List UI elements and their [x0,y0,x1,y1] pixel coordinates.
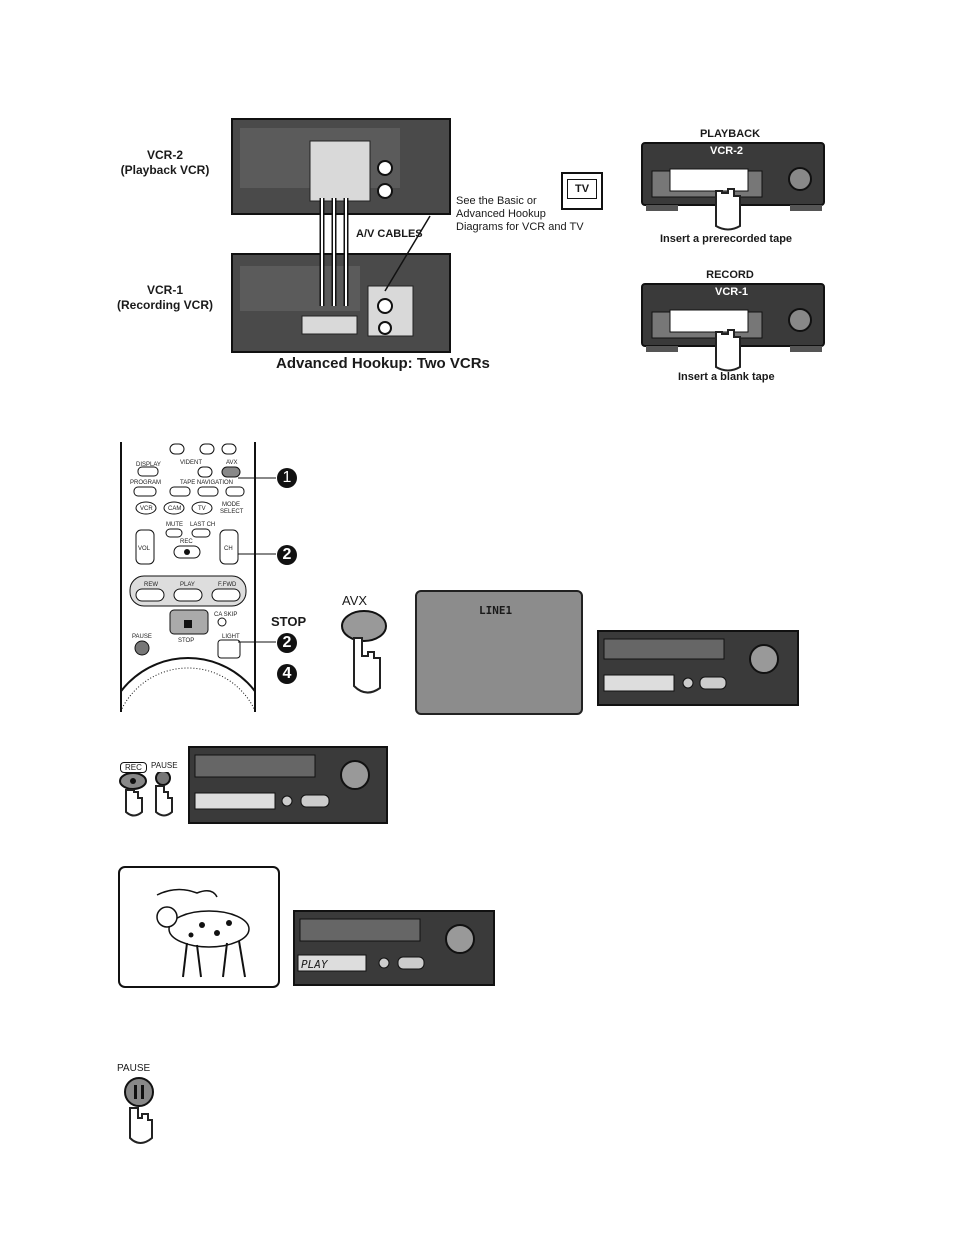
vol-rocker[interactable] [135,529,155,565]
caskip-label: CA SKIP [214,612,237,618]
mute-label: MUTE [166,522,183,528]
tv-icon: TV [561,172,603,210]
vcr-front-panel-avx [597,630,799,706]
rec-remote-label: REC [180,539,193,545]
hookup-caption: Advanced Hookup: Two VCRs [276,355,490,372]
ffwd-button[interactable] [211,588,241,602]
tv-mode-label: TV [198,506,206,512]
playback-caption: Insert a prerecorded tape [660,233,793,245]
ch-label: CH [224,546,233,552]
lastch-label: LAST CH [190,522,215,528]
play-label: PLAY [180,582,195,588]
ch-rocker[interactable] [219,529,239,565]
pause-button[interactable] [155,772,171,786]
vcr-front-panel-rec [188,746,388,824]
vol-label: VOL [138,546,151,552]
dalmatian-tv-picture [118,866,280,988]
stop-remote-label: STOP [178,638,194,644]
vident-label: VIDENT [180,460,202,466]
rew-button[interactable] [135,588,165,602]
record-caption: Insert a blank tape [678,371,775,383]
playback-deck-label: VCR-2 [710,145,744,157]
tv-screen: LINE1 [415,590,583,715]
avx-button[interactable] [341,610,387,642]
display-button[interactable] [137,466,159,477]
vcr-display-play: PLAY [301,958,328,971]
playback-vcr-illustration [641,142,825,231]
record-deck-label: VCR-1 [715,286,749,298]
see-note: See the Basic or Advanced Hookup Diagram… [456,195,584,233]
vcr-mode-label: VCR [140,506,153,512]
vcr-front-panel-play [293,910,495,986]
rec-pause-press-illustration [119,772,173,817]
tv-screen-text: LINE1 [479,604,513,617]
playback-title: PLAYBACK [699,128,761,140]
pause-remote-button[interactable] [134,640,150,656]
avx-press-illustration [341,610,387,694]
play-button[interactable] [173,588,203,602]
menu-button[interactable] [169,486,191,497]
record-title: RECORD [706,269,754,281]
vcr1-label: VCR-1 (Recording VCR) [117,283,213,312]
program-label: PROGRAM [130,480,161,486]
mode-label: MODE [222,502,240,508]
two-vcr-hookup-diagram [231,118,451,353]
step-4-badge: 4 [277,664,297,684]
final-pause-button[interactable] [124,1077,154,1107]
record-vcr-illustration [641,283,825,372]
avx-remote-label: AVX [226,460,238,466]
step-2b-badge: 2 [277,633,297,653]
remote-control: DISPLAY VIDENT AVX PROGRAM TAPE NAVIGATI… [120,442,256,712]
vcr2-label: VCR-2 (Playback VCR) [120,148,210,177]
avx-remote-button[interactable] [221,466,241,478]
pause-remote-label: PAUSE [132,634,152,640]
step-1-badge: 1 [277,468,297,488]
cam-mode-label: CAM [168,506,181,512]
light-label: LIGHT [222,634,240,640]
tape-nav-label: TAPE NAVIGATION [180,480,233,486]
pause-label: PAUSE [151,761,178,770]
remote-callout-lines [238,477,288,676]
program-button[interactable] [133,486,157,497]
avx-label: AVX [342,593,368,608]
ffwd-label: F.FWD [218,582,237,588]
display-label: DISPLAY [136,462,161,468]
final-pause-label: PAUSE [117,1063,151,1074]
final-pause-press-illustration [124,1077,154,1144]
stop-callout: STOP [271,614,307,629]
av-cables-label: A/V CABLES [356,228,423,240]
step-2-badge: 2 [277,545,297,565]
rew-label: REW [144,582,158,588]
select-label: SELECT [220,509,244,515]
